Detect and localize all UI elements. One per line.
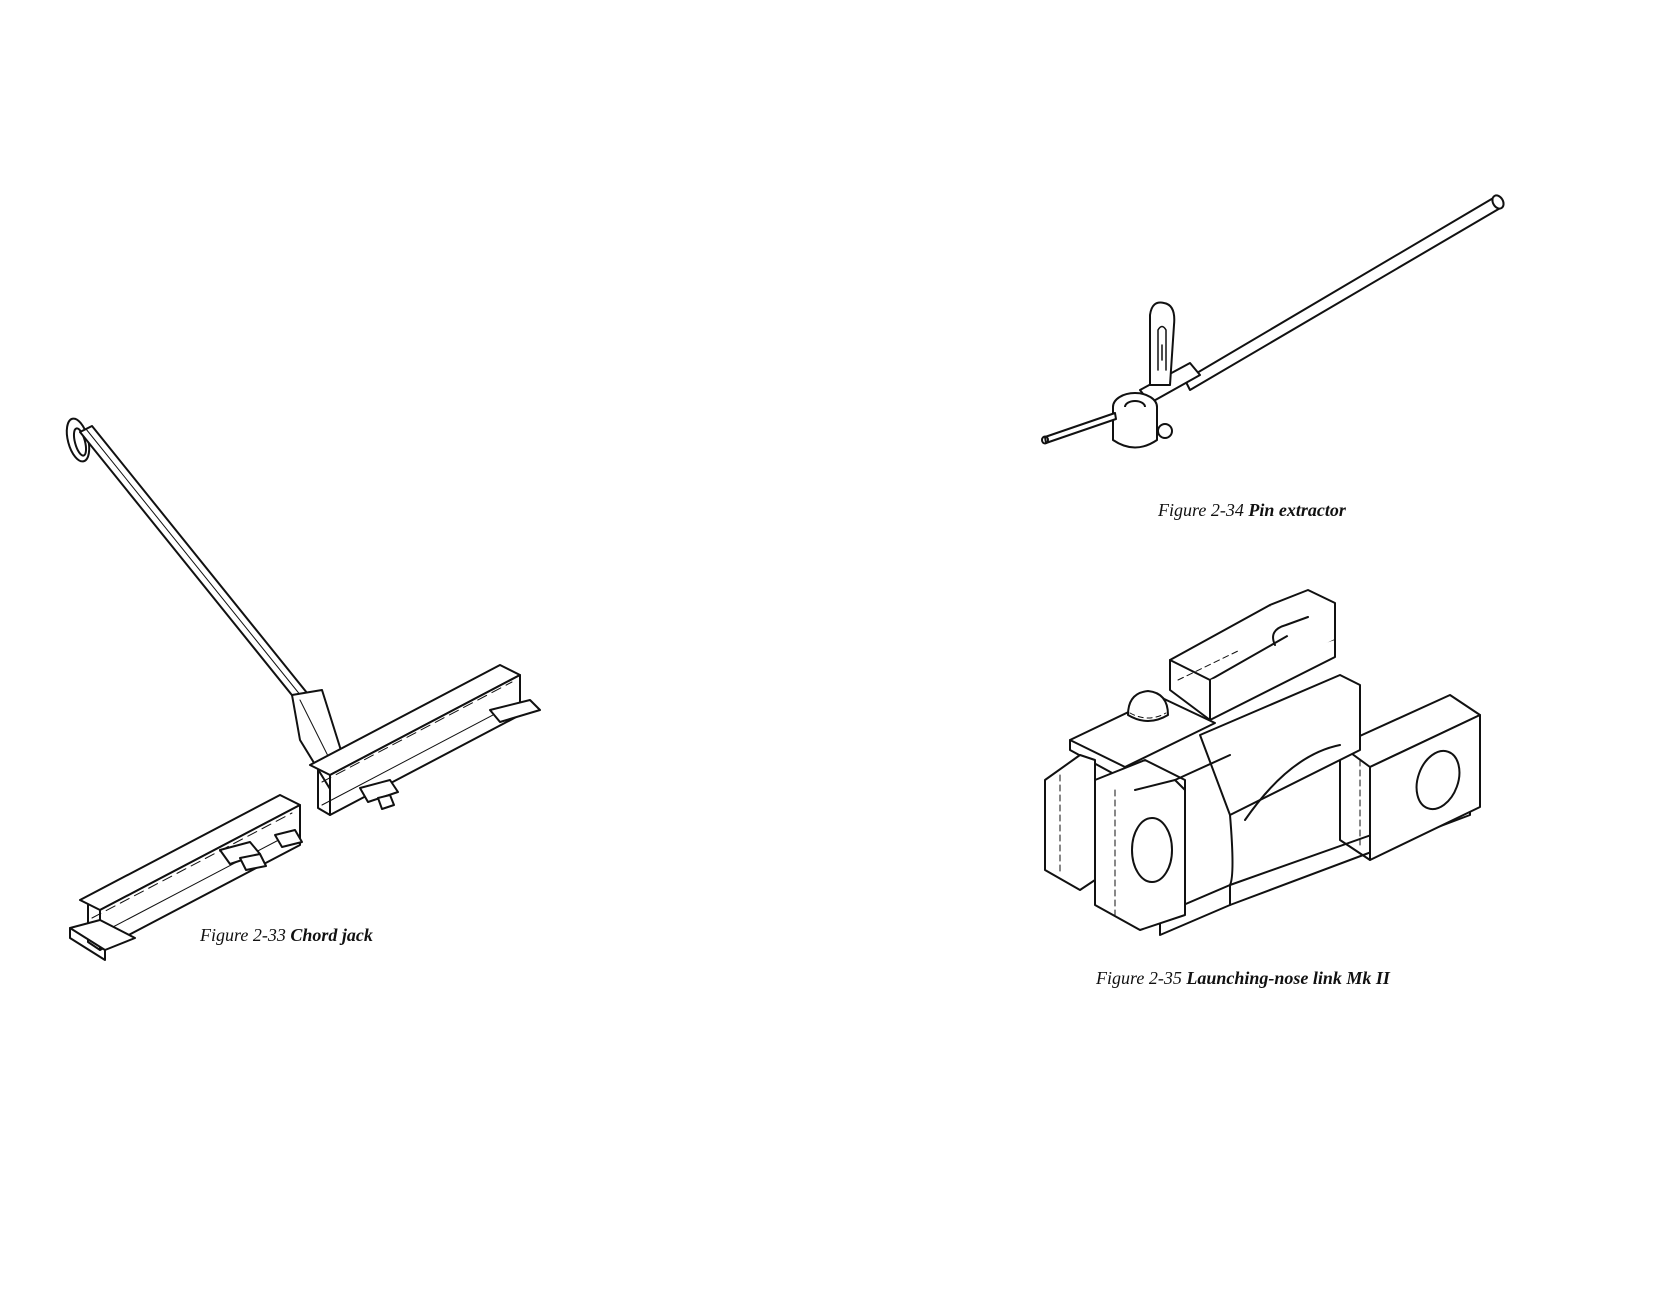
figure-2-33-caption: Figure 2-33 Chord jack <box>200 924 373 946</box>
figure-title: Chord jack <box>290 925 373 945</box>
figure-title: Pin extractor <box>1248 500 1346 520</box>
chord-jack-drawing <box>60 410 540 970</box>
pin-extractor-figure <box>1040 185 1510 470</box>
launching-nose-link-drawing <box>1040 585 1500 945</box>
launching-nose-link-figure <box>1040 585 1500 945</box>
figure-2-34-caption: Figure 2-34 Pin extractor <box>1158 499 1346 521</box>
pin-extractor-drawing <box>1040 185 1510 470</box>
figure-label: Figure 2-35 <box>1096 968 1182 988</box>
figure-2-35-caption: Figure 2-35 Launching-nose link Mk II <box>1096 967 1390 989</box>
figure-label: Figure 2-33 <box>200 925 286 945</box>
figure-label: Figure 2-34 <box>1158 500 1244 520</box>
chord-jack-figure <box>60 410 540 970</box>
figure-title: Launching-nose link Mk II <box>1186 968 1390 988</box>
